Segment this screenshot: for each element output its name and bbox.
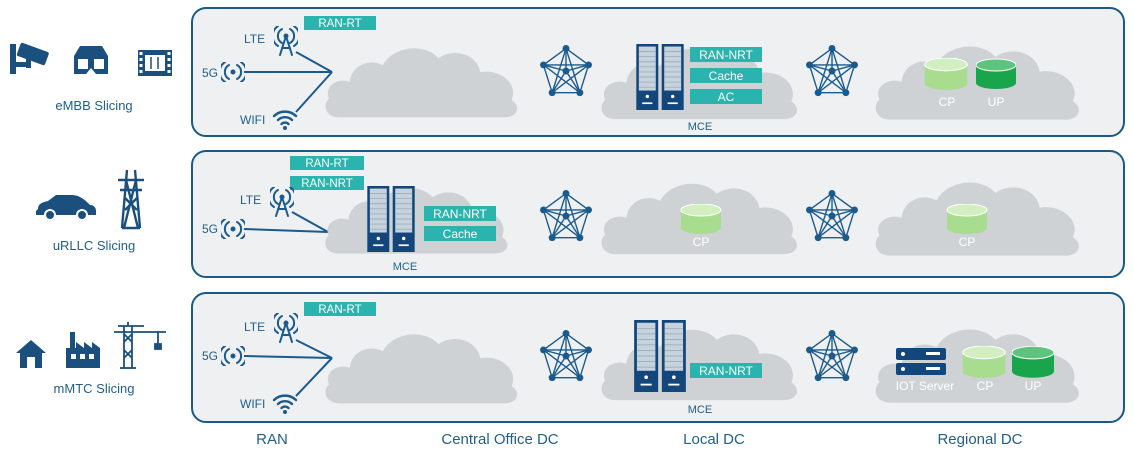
- up-label: UP: [988, 95, 1005, 109]
- slice-label: mMTC Slicing: [54, 381, 135, 396]
- database-cylinder-icon: [1012, 346, 1054, 378]
- factory-icon: [66, 332, 100, 368]
- tag-box: [690, 89, 762, 104]
- ran-links: [244, 51, 333, 113]
- tag-cache: Cache: [443, 227, 478, 241]
- database-cylinder-icon: [924, 58, 968, 90]
- tag-ran-nrt: RAN-NRT: [301, 178, 353, 190]
- mce-label: MCE: [393, 261, 417, 273]
- slice-urllc: uRLLC Slicing RAN-RT RAN-NRT LTE 5G RAN-…: [36, 150, 1125, 278]
- cp-label: CP: [959, 235, 976, 249]
- mce-label: MCE: [688, 404, 712, 416]
- tag-box: [690, 47, 762, 62]
- tag-ran-nrt: RAN-NRT: [699, 364, 753, 378]
- 5g-label: 5G: [202, 66, 218, 80]
- tag-ran-nrt: RAN-NRT: [433, 207, 487, 221]
- cp-label: CP: [977, 379, 994, 393]
- lte-label: LTE: [244, 32, 265, 46]
- tag-box: [424, 206, 496, 221]
- slice-label: eMBB Slicing: [55, 98, 132, 113]
- slice-label: uRLLC Slicing: [53, 238, 135, 253]
- tag-ran-rt: RAN-RT: [305, 158, 348, 170]
- tag-box: [290, 156, 364, 170]
- tag-box: [690, 68, 762, 83]
- cp-label: CP: [939, 95, 956, 109]
- ran-links: [243, 339, 333, 397]
- lte-label: LTE: [244, 320, 265, 334]
- slice-embb: eMBB Slicing LTE 5G WIFI RAN-RT RAN-NRT …: [10, 7, 1125, 137]
- wifi-label: WIFI: [240, 113, 265, 127]
- mce-label: MCE: [688, 121, 712, 133]
- tag-box: [690, 363, 762, 378]
- tag-cache: Cache: [709, 69, 744, 83]
- tag-box: [424, 226, 496, 241]
- security-camera-icon: [10, 42, 49, 74]
- database-cylinder-icon: [962, 346, 1006, 378]
- column-label-ran: RAN: [256, 431, 288, 448]
- 5g-label: 5G: [202, 349, 218, 363]
- tag-ran-nrt: RAN-NRT: [699, 48, 753, 62]
- wifi-label: WIFI: [240, 397, 265, 411]
- database-cylinder-icon: [976, 58, 1016, 90]
- 5g-label: 5G: [202, 222, 218, 236]
- tag-box: [304, 302, 376, 316]
- cp-label: CP: [693, 235, 710, 249]
- power-tower-icon: [118, 169, 144, 230]
- crane-icon: [114, 322, 166, 369]
- up-label: UP: [1025, 379, 1042, 393]
- lte-label: LTE: [240, 193, 261, 207]
- iot-server-label: IOT Server: [896, 379, 954, 393]
- tag-ran-rt: RAN-RT: [318, 18, 361, 30]
- ran-links: [243, 211, 329, 233]
- tag-ac: AC: [718, 90, 735, 104]
- column-label-local-dc: Local DC: [683, 431, 745, 448]
- film-strip-icon: [138, 50, 172, 76]
- tag-ran-rt: RAN-RT: [318, 304, 361, 316]
- house-icon: [16, 340, 46, 368]
- column-label-regional-dc: Regional DC: [937, 431, 1022, 448]
- database-cylinder-icon: [680, 204, 722, 234]
- column-label-central-office-dc: Central Office DC: [441, 431, 558, 448]
- database-cylinder-icon: [946, 204, 988, 234]
- slice-mmtc: mMTC Slicing LTE 5G WIFI RAN-RT RAN-NRT …: [16, 292, 1125, 423]
- tag-box: [290, 176, 364, 190]
- car-icon: [36, 195, 96, 221]
- iot-server-icon: [896, 348, 946, 375]
- tag-box: [304, 16, 376, 30]
- vr-glasses-icon: [74, 46, 108, 74]
